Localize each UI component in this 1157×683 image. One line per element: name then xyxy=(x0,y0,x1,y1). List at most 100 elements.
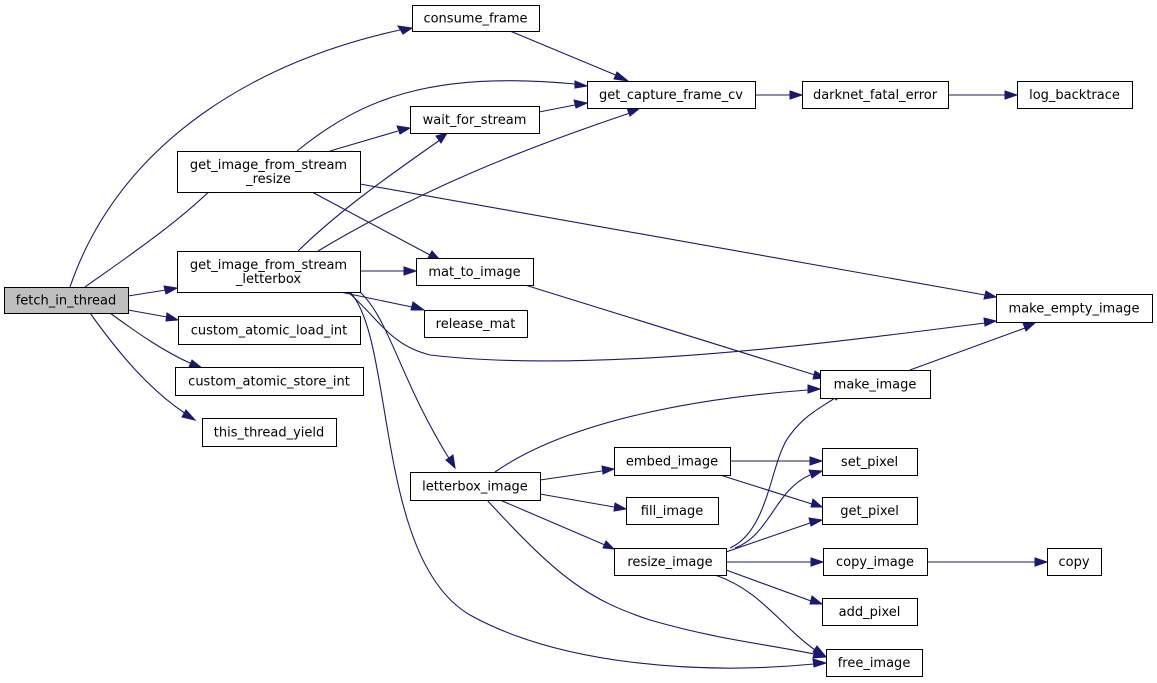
node-get-capture-frame-cv[interactable]: get_capture_frame_cv xyxy=(587,81,756,109)
node-fill-image[interactable]: fill_image xyxy=(626,497,719,525)
node-label: this_thread_yield xyxy=(214,426,325,441)
edge-line xyxy=(359,291,451,461)
node-make-empty-image[interactable]: make_empty_image xyxy=(996,294,1153,323)
node-label: add_pixel xyxy=(839,605,901,620)
edge-layer xyxy=(69,25,1049,669)
node-make-image[interactable]: make_image xyxy=(820,370,931,399)
node-label: free_image xyxy=(838,656,911,671)
arrowhead xyxy=(602,540,616,550)
edge-fetch_in_thread-to-custom_atomic_load_int xyxy=(127,309,180,322)
node-log-backtrace[interactable]: log_backtrace xyxy=(1017,81,1133,109)
edge-get_image_from_stream_resize-to-mat_to_image xyxy=(311,191,442,261)
edge-line xyxy=(109,312,193,365)
node-copy[interactable]: copy xyxy=(1047,548,1102,576)
arrowhead xyxy=(396,125,412,135)
edge-embed_image-to-set_pixel xyxy=(730,456,824,466)
node-box xyxy=(802,81,949,109)
node-consume-frame[interactable]: consume_frame xyxy=(412,5,540,32)
node-label: log_backtrace xyxy=(1029,88,1120,103)
node-get-pixel[interactable]: get_pixel xyxy=(822,497,918,525)
node-box xyxy=(820,370,931,399)
edge-resize_image-to-set_pixel xyxy=(734,469,824,549)
node-copy-image[interactable]: copy_image xyxy=(823,548,928,576)
arrowhead xyxy=(810,557,825,567)
arrowhead xyxy=(188,359,204,369)
arrowhead xyxy=(613,71,630,82)
node-label: _letterbox xyxy=(235,272,301,287)
node-label: resize_image xyxy=(627,555,712,570)
node-custom-atomic-load-int[interactable]: custom_atomic_load_int xyxy=(178,316,361,345)
node-get-image-from-stream-resize[interactable]: get_image_from_stream_resize xyxy=(177,151,361,193)
edge-line xyxy=(524,284,816,376)
node-get-image-from-stream-letterbox[interactable]: get_image_from_stream_letterbox xyxy=(177,251,361,293)
edge-line xyxy=(499,499,606,546)
arrowhead xyxy=(810,498,824,508)
edge-line xyxy=(539,493,615,508)
node-label: _resize xyxy=(245,172,291,187)
node-box xyxy=(202,418,337,447)
node-label: copy_image xyxy=(836,555,914,570)
arrowhead xyxy=(809,595,824,605)
node-fetch-in-thread[interactable]: fetch_in_thread xyxy=(4,287,129,314)
edge-line xyxy=(714,574,816,651)
node-box xyxy=(822,448,918,476)
node-label: release_mat xyxy=(436,317,516,332)
arrowhead xyxy=(812,658,828,668)
arrowhead xyxy=(445,454,456,470)
node-label: set_pixel xyxy=(841,455,898,470)
node-label: get_pixel xyxy=(840,504,899,519)
node-resize-image[interactable]: resize_image xyxy=(614,548,727,576)
edge-consume_frame-to-get_capture_frame_cv xyxy=(509,30,630,82)
node-add-pixel[interactable]: add_pixel xyxy=(822,598,918,626)
edge-line xyxy=(359,183,986,296)
edge-get_image_from_stream_resize-to-get_capture_frame_cv xyxy=(296,80,589,152)
arrowhead xyxy=(808,517,824,527)
edge-line xyxy=(909,327,1026,371)
node-box xyxy=(410,106,540,134)
node-this-thread-yield[interactable]: this_thread_yield xyxy=(202,418,337,447)
node-wait-for-stream[interactable]: wait_for_stream xyxy=(410,106,540,134)
node-embed-image[interactable]: embed_image xyxy=(614,447,731,476)
edge-line xyxy=(734,474,811,549)
edge-line xyxy=(538,104,576,113)
arrowhead xyxy=(1022,321,1038,332)
edge-get_image_from_stream_resize-to-wait_for_stream xyxy=(329,125,412,152)
edge-line xyxy=(509,30,619,77)
node-box xyxy=(1017,81,1133,109)
edge-letterbox_image-to-fill_image xyxy=(539,493,628,512)
edge-line xyxy=(317,112,631,252)
edge-line xyxy=(349,291,815,669)
edge-line xyxy=(486,499,815,655)
node-box xyxy=(822,598,918,626)
arrowhead xyxy=(181,409,197,421)
edge-wait_for_stream-to-get_capture_frame_cv xyxy=(538,99,589,113)
arrowhead xyxy=(601,465,616,475)
node-set-pixel[interactable]: set_pixel xyxy=(822,448,918,476)
edge-line xyxy=(127,289,167,297)
edge-fetch_in_thread-to-this_thread_yield xyxy=(89,312,197,421)
node-mat-to-image[interactable]: mat_to_image xyxy=(416,258,534,286)
edge-resize_image-to-copy_image xyxy=(726,557,825,567)
node-box xyxy=(412,5,540,32)
edge-letterbox_image-to-make_image xyxy=(494,384,822,473)
node-label: custom_atomic_load_int xyxy=(191,324,348,339)
node-label: consume_frame xyxy=(423,12,527,27)
edge-darknet_fatal_error-to-log_backtrace xyxy=(948,90,1019,100)
node-letterbox-image[interactable]: letterbox_image xyxy=(410,472,541,501)
edge-get_image_from_stream_letterbox-to-letterbox_image xyxy=(359,291,456,470)
arrowhead xyxy=(1034,557,1049,567)
node-darknet-fatal-error[interactable]: darknet_fatal_error xyxy=(802,81,949,109)
edge-get_capture_frame_cv-to-darknet_fatal_error xyxy=(755,90,804,100)
node-box xyxy=(177,251,361,293)
edge-letterbox_image-to-embed_image xyxy=(539,465,616,481)
edge-line xyxy=(725,522,811,553)
arrowhead xyxy=(163,285,179,295)
arrowhead xyxy=(808,469,824,479)
node-custom-atomic-store-int[interactable]: custom_atomic_store_int xyxy=(175,367,364,396)
edge-line xyxy=(311,191,431,256)
node-release-mat[interactable]: release_mat xyxy=(424,310,528,338)
node-label: embed_image xyxy=(626,455,718,470)
node-box xyxy=(822,497,918,525)
node-free-image[interactable]: free_image xyxy=(826,649,923,677)
